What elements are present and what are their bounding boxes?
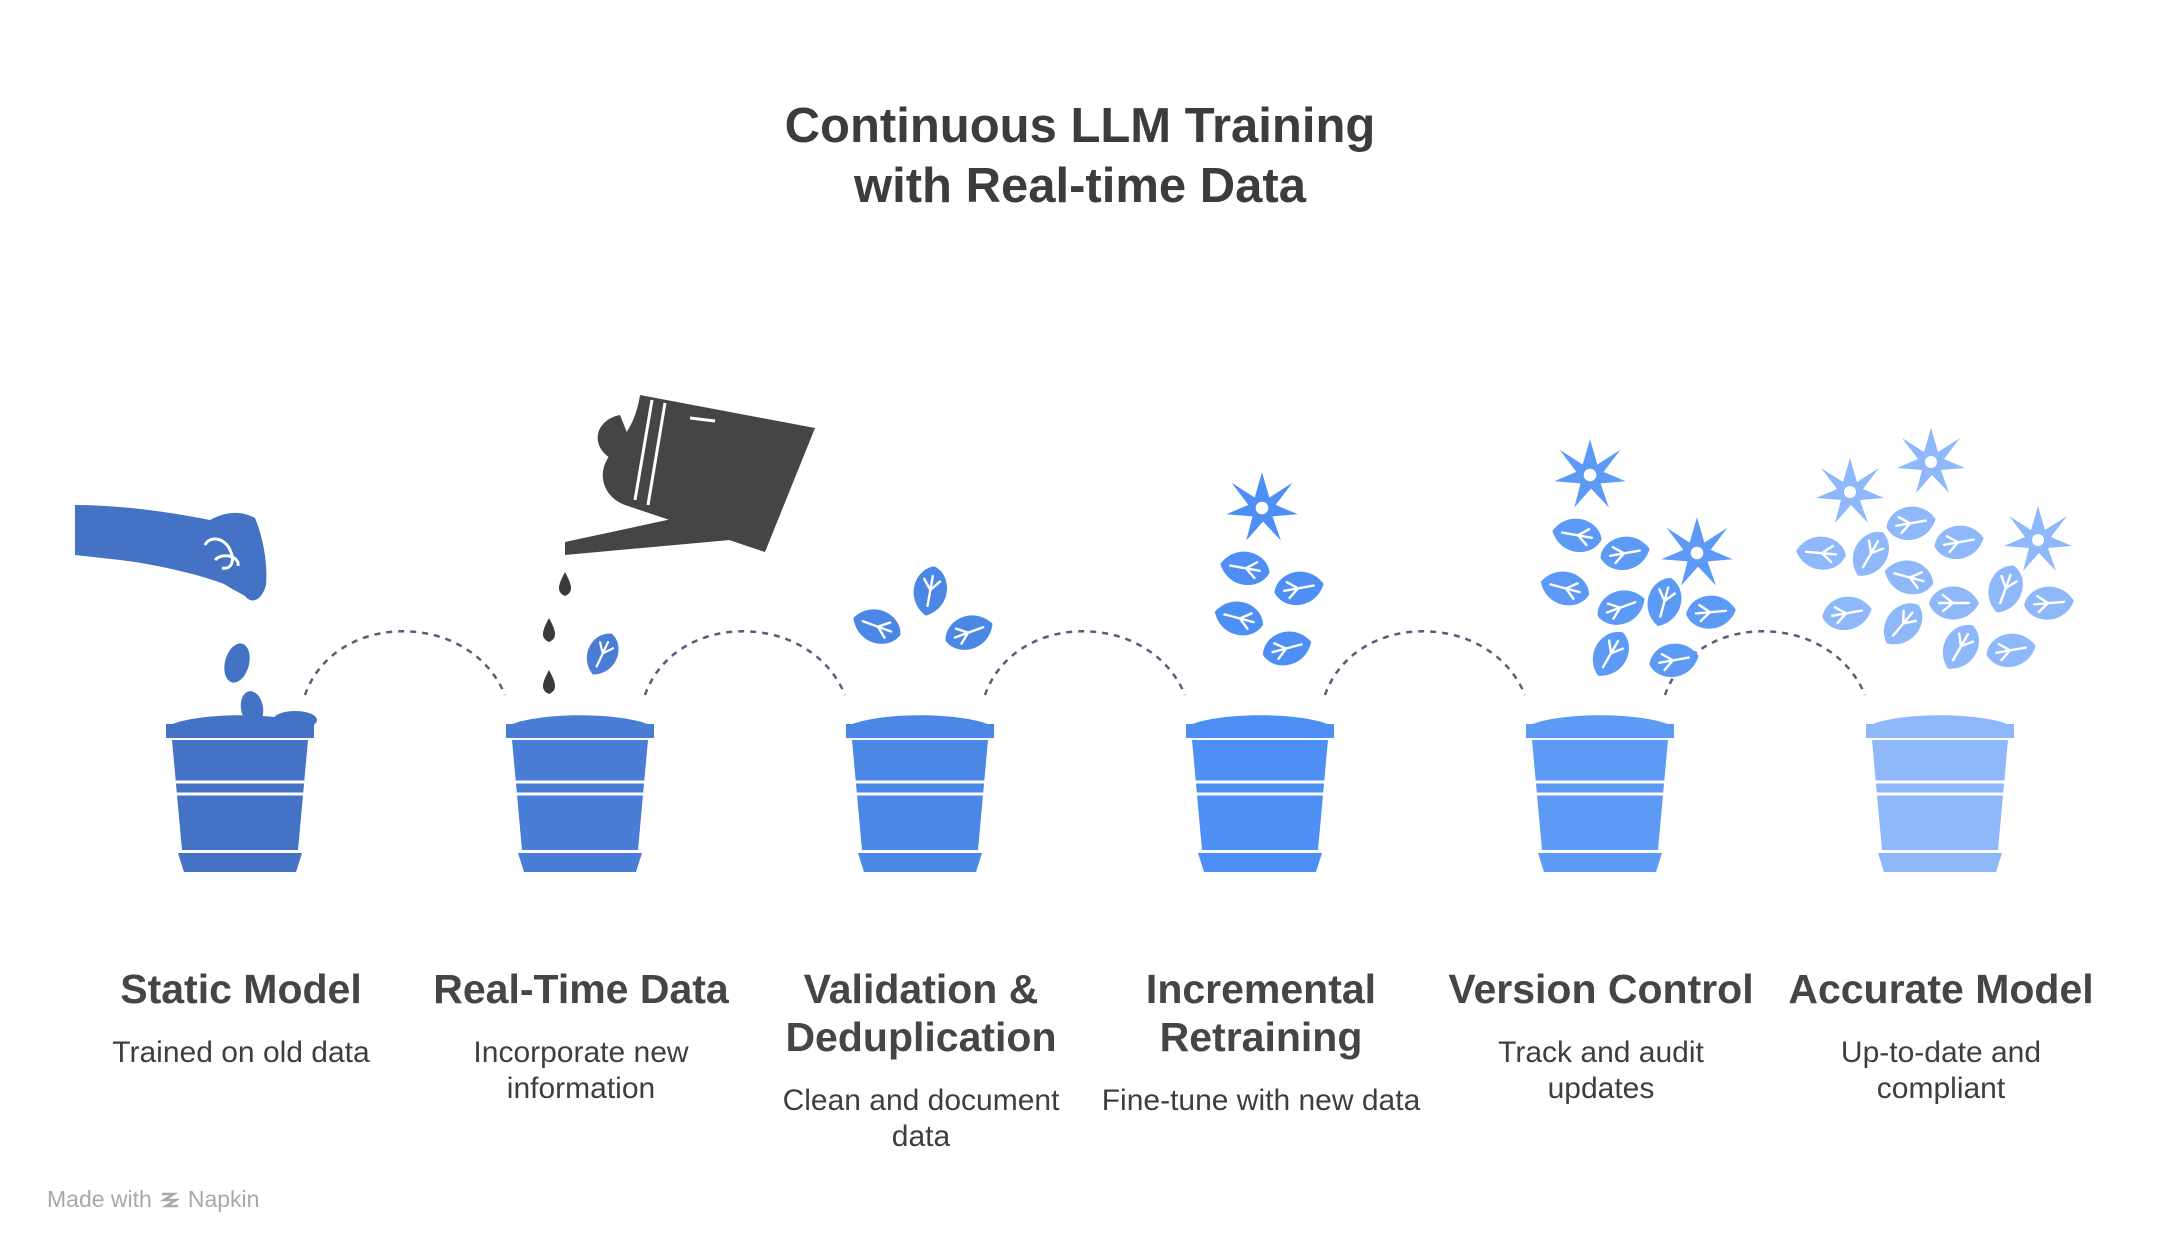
- step-description: Fine-tune with new data: [1101, 1083, 1421, 1119]
- sprout-icon: [579, 628, 625, 681]
- plant-icons-6: [1795, 428, 2076, 677]
- step-title: Validation & Deduplication: [761, 965, 1081, 1061]
- step-title: Accurate Model: [1781, 965, 2101, 1013]
- step-validation-deduplication: Validation & Deduplication Clean and doc…: [761, 965, 1081, 1155]
- pot-real-time-data: [506, 715, 654, 872]
- step-title: Static Model: [81, 965, 401, 1013]
- pot-saucer: [1878, 853, 2002, 872]
- water-drop-icons: [543, 572, 571, 694]
- watering-can-icon: [565, 395, 815, 555]
- pot-saucer: [1538, 853, 1662, 872]
- soil-mound: [1870, 715, 2010, 725]
- pot-incremental-retraining: [1186, 715, 1334, 872]
- pot-static-model: [166, 715, 314, 872]
- step-version-control: Version Control Track and audit updates: [1441, 965, 1761, 1107]
- step-description: Up-to-date and compliant: [1781, 1035, 2101, 1107]
- step-real-time-data: Real-Time Data Incorporate new informati…: [421, 965, 741, 1107]
- step-incremental-retraining: Incremental Retraining Fine-tune with ne…: [1101, 965, 1421, 1119]
- step-static-model: Static Model Trained on old data: [81, 965, 401, 1071]
- pot-saucer: [518, 853, 642, 872]
- pot-rim: [506, 724, 654, 738]
- pot-accurate-model: [1866, 715, 2014, 872]
- hand-icon: [75, 505, 266, 600]
- pot-rim: [1186, 724, 1334, 738]
- soil-mound: [1190, 715, 1330, 725]
- leaf-icons-3: [848, 564, 998, 657]
- step-title: Version Control: [1441, 965, 1761, 1013]
- soil-mound: [850, 715, 990, 725]
- plant-icons-5: [1537, 439, 1738, 684]
- soil-mound: [1530, 715, 1670, 725]
- connectors: [305, 631, 1865, 695]
- napkin-logo-icon: [160, 1190, 180, 1210]
- napkin-brand-label: Napkin: [188, 1186, 260, 1213]
- step-title: Real-Time Data: [421, 965, 741, 1013]
- pot-version-control: [1526, 715, 1674, 872]
- plant-icons-4: [1211, 472, 1327, 670]
- step-description: Trained on old data: [81, 1035, 401, 1071]
- step-description: Clean and document data: [761, 1083, 1081, 1155]
- pot-rim: [1866, 724, 2014, 738]
- soil-mound: [510, 715, 650, 725]
- connector-2-3: [645, 631, 845, 695]
- step-title: Incremental Retraining: [1101, 965, 1421, 1061]
- connector-3-4: [985, 631, 1185, 695]
- pot-rim: [846, 724, 994, 738]
- pot-saucer: [178, 853, 302, 872]
- pot-saucer: [858, 853, 982, 872]
- connector-4-5: [1325, 631, 1525, 695]
- step-description: Incorporate new information: [421, 1035, 741, 1107]
- pot-saucer: [1198, 853, 1322, 872]
- footer-attribution: Made with Napkin: [47, 1186, 259, 1213]
- pot-validation: [846, 715, 994, 872]
- step-accurate-model: Accurate Model Up-to-date and compliant: [1781, 965, 2101, 1107]
- made-with-label: Made with: [47, 1186, 152, 1213]
- step-description: Track and audit updates: [1441, 1035, 1761, 1107]
- connector-1-2: [305, 631, 505, 695]
- pots: [166, 715, 2014, 872]
- pot-rim: [1526, 724, 1674, 738]
